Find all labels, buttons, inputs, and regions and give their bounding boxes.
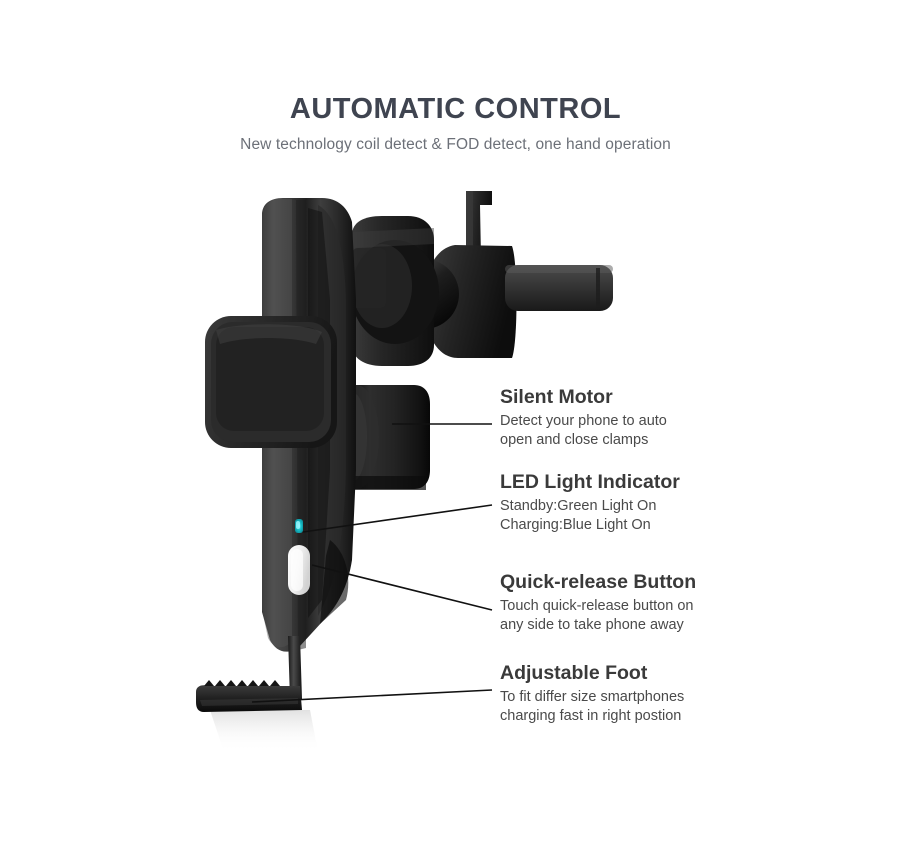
foot-teeth <box>204 680 280 686</box>
leader-lines <box>251 423 493 703</box>
callout-desc-line: Touch quick-release button on <box>500 598 694 614</box>
socket-knuckle <box>351 216 439 366</box>
phone-clamp-arm <box>205 316 337 448</box>
callout-desc-line: Detect your phone to auto <box>500 413 667 429</box>
page-subtitle: New technology coil detect & FOD detect,… <box>240 136 671 153</box>
callout-desc-silent-motor: Detect your phone to auto open and close… <box>500 412 667 450</box>
quick-release-button[interactable] <box>288 545 310 595</box>
callout-title-silent-motor: Silent Motor <box>500 386 613 408</box>
callout-adjustable-foot: Adjustable Foot To fit differ size smart… <box>500 661 684 726</box>
callout-desc-line: open and close clamps <box>500 432 649 448</box>
callout-title-led-light-indicator: LED Light Indicator <box>500 471 680 493</box>
callout-quick-release-button: Quick-release Button Touch quick-release… <box>500 570 696 635</box>
callout-desc-line: charging fast in right postion <box>500 708 682 724</box>
led-indicator <box>295 519 303 533</box>
callout-title-adjustable-foot: Adjustable Foot <box>500 662 648 684</box>
leader-line-quick-release <box>311 564 493 611</box>
callout-led-light-indicator: LED Light Indicator Standby:Green Light … <box>500 470 680 535</box>
callout-desc-line: Charging:Blue Light On <box>500 517 651 533</box>
leader-line-foot <box>251 689 493 703</box>
callout-desc-quick-release-button: Touch quick-release button on any side t… <box>500 597 696 635</box>
callout-desc-adjustable-foot: To fit differ size smartphones charging … <box>500 688 684 726</box>
callout-desc-line: Standby:Green Light On <box>500 498 657 514</box>
callout-desc-line: any side to take phone away <box>500 617 684 633</box>
header: AUTOMATIC CONTROL New technology coil de… <box>0 92 911 156</box>
callout-title-quick-release-button: Quick-release Button <box>500 571 697 593</box>
callout-desc-line: To fit differ size smartphones <box>500 689 685 705</box>
page-title: AUTOMATIC CONTROL <box>289 93 622 125</box>
callout-desc-led-light-indicator: Standby:Green Light On Charging:Blue Lig… <box>500 497 680 535</box>
adjustable-foot <box>196 636 318 752</box>
callout-silent-motor: Silent Motor Detect your phone to auto o… <box>500 385 667 450</box>
leader-line-led <box>302 504 493 533</box>
